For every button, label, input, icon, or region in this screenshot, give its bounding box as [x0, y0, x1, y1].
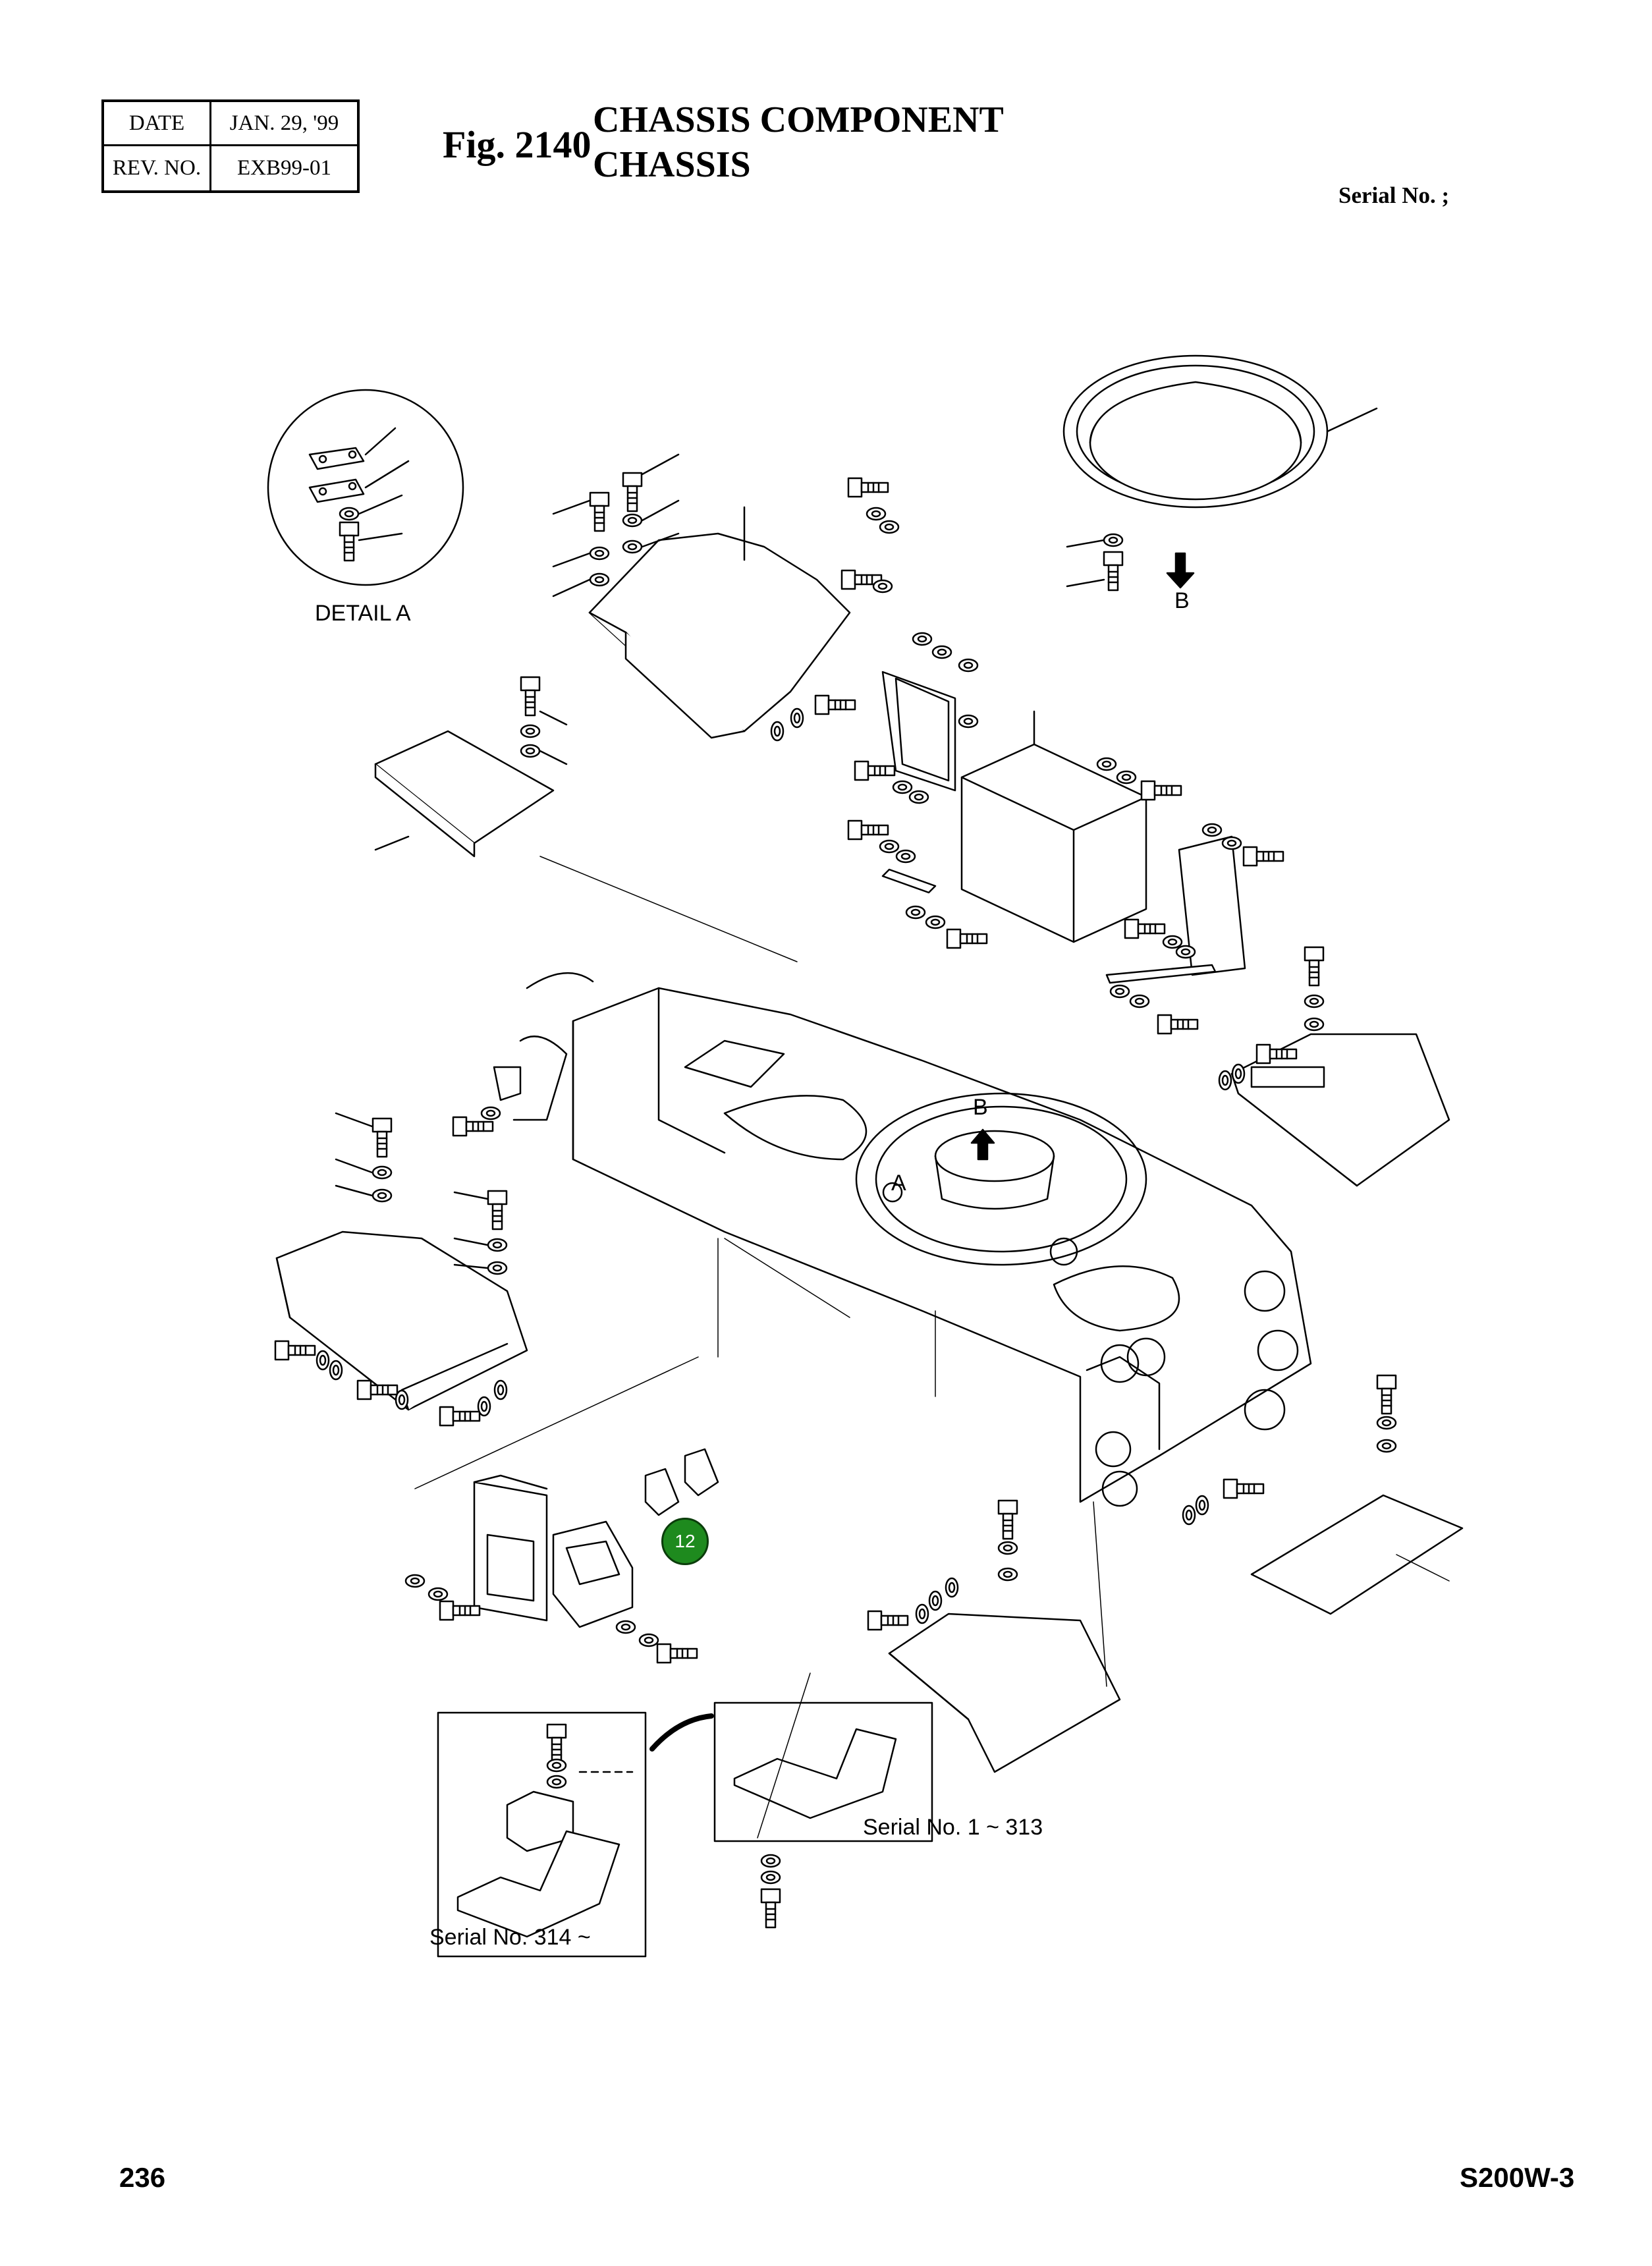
page-title: CHASSIS COMPONENT — [593, 99, 1004, 140]
serial-range-label-2: Serial No. 314 ~ — [429, 1925, 591, 1950]
fasteners-lower-center — [404, 1574, 698, 1664]
bracket-left — [881, 671, 956, 792]
detail-a-label: DETAIL A — [315, 601, 411, 626]
top-cover-left — [588, 506, 851, 739]
support-bar — [881, 868, 1217, 984]
clip-parts — [644, 1448, 719, 1516]
callout-badge-12: 12 — [661, 1518, 709, 1565]
main-frame — [512, 972, 1312, 1507]
view-b-label-top: B — [1174, 588, 1190, 613]
serial-range-label-1: Serial No. 1 ~ 313 — [863, 1815, 1043, 1840]
inset-serial-1-313 — [713, 1701, 933, 1842]
rev-label: REV. NO. — [104, 146, 211, 190]
rev-value: EXB99-01 — [237, 156, 331, 180]
inset-serial-314 — [437, 1711, 647, 1958]
fasteners-top-left — [552, 453, 856, 742]
point-a-label: A — [891, 1171, 906, 1196]
callout-number: 12 — [675, 1531, 696, 1551]
bracket-right — [1178, 835, 1246, 976]
model-code: S200W-3 — [1460, 2162, 1575, 2193]
figure-number: Fig. 2140 — [443, 123, 592, 166]
relay-box — [473, 1474, 548, 1622]
swing-bearing — [1062, 354, 1378, 509]
page-subtitle: CHASSIS — [593, 144, 751, 185]
revision-table: DATE JAN. 29, '99 REV. NO. EXB99-01 — [101, 99, 360, 193]
fasteners-lower-left — [274, 1066, 522, 1427]
mounting-plate-left — [374, 730, 555, 858]
date-label: DATE — [104, 102, 211, 146]
cover-right — [1230, 1033, 1450, 1187]
cover-lower-right — [888, 1613, 1121, 1773]
serial-note: Serial No. ; — [1338, 182, 1450, 208]
page-number: 236 — [119, 2162, 166, 2193]
cover-lower-left — [275, 1230, 528, 1411]
date-value: JAN. 29, '99 — [211, 102, 357, 146]
battery-box — [960, 710, 1147, 943]
detail-a-inset — [267, 389, 464, 586]
floor-plate — [1250, 1494, 1464, 1615]
holder-bracket — [552, 1520, 634, 1628]
leader-lines — [414, 856, 1450, 1838]
view-b-label-center: B — [973, 1095, 988, 1120]
